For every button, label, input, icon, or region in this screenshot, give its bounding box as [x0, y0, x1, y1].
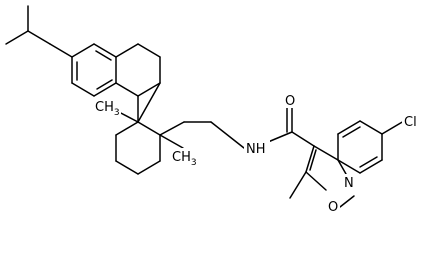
chlorophenyl-ring: [337, 120, 405, 174]
label-nh: NH: [246, 142, 266, 157]
middle-ring: [115, 43, 161, 97]
lower-ring: [115, 82, 161, 175]
label-carbonyl-oxygen: O: [285, 94, 295, 109]
isopropyl-group: [5, 5, 51, 45]
amide-linker: [159, 107, 293, 149]
label-ring-nitrogen: N: [344, 176, 354, 191]
isoxazole-ring: [289, 131, 355, 208]
label-chlorine: Cl: [404, 115, 417, 130]
atom-labels: CH3 CH3 NH O N O Cl: [93, 92, 422, 215]
label-ch3-b: CH3: [172, 150, 197, 168]
label-ch3-a: CH3: [95, 100, 120, 118]
aromatic-ring-a: [49, 43, 117, 97]
label-ring-oxygen: O: [328, 200, 338, 215]
